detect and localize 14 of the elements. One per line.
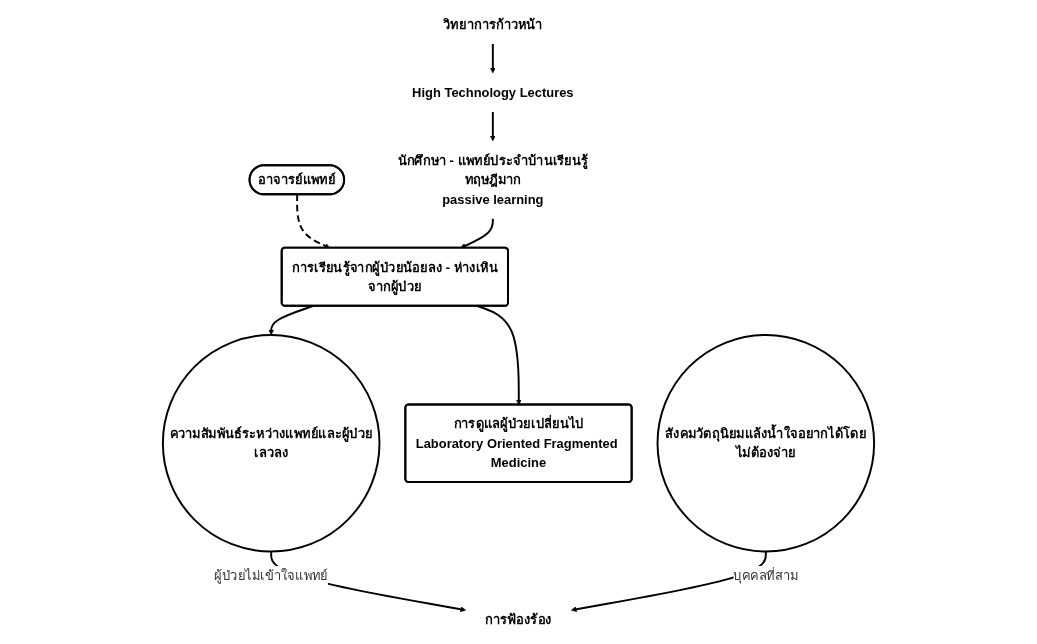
edge-label: ผู้ป่วยไม่เข้าใจแพทย์ — [214, 568, 329, 583]
node-text: การฟ้องร้อง — [485, 612, 552, 627]
node-circle: สังคมวัตถุนิยมแล้งน้ำใจอยากได้โดยไม่ต้องจ่าย — [656, 333, 876, 553]
edge-label: บุคคลที่สาม — [733, 568, 799, 583]
arrow — [268, 305, 314, 336]
node-text: นักศึกษา - แพทย์ประจำบ้านเรียนรู้ทฤษฎีมาก passive learning — [397, 153, 589, 207]
arrow — [490, 43, 496, 74]
arrow — [476, 305, 522, 405]
node-text: วิทยาการก้าวหน้า — [443, 17, 543, 32]
node-text: High Technology Lectures — [412, 85, 574, 100]
arrow — [460, 217, 494, 249]
node-circle: ความสัมพันธ์ระหว่างแพทย์และผู้ป่วยเลวลง — [161, 333, 381, 553]
arrow — [490, 110, 496, 142]
arrow — [296, 193, 331, 249]
